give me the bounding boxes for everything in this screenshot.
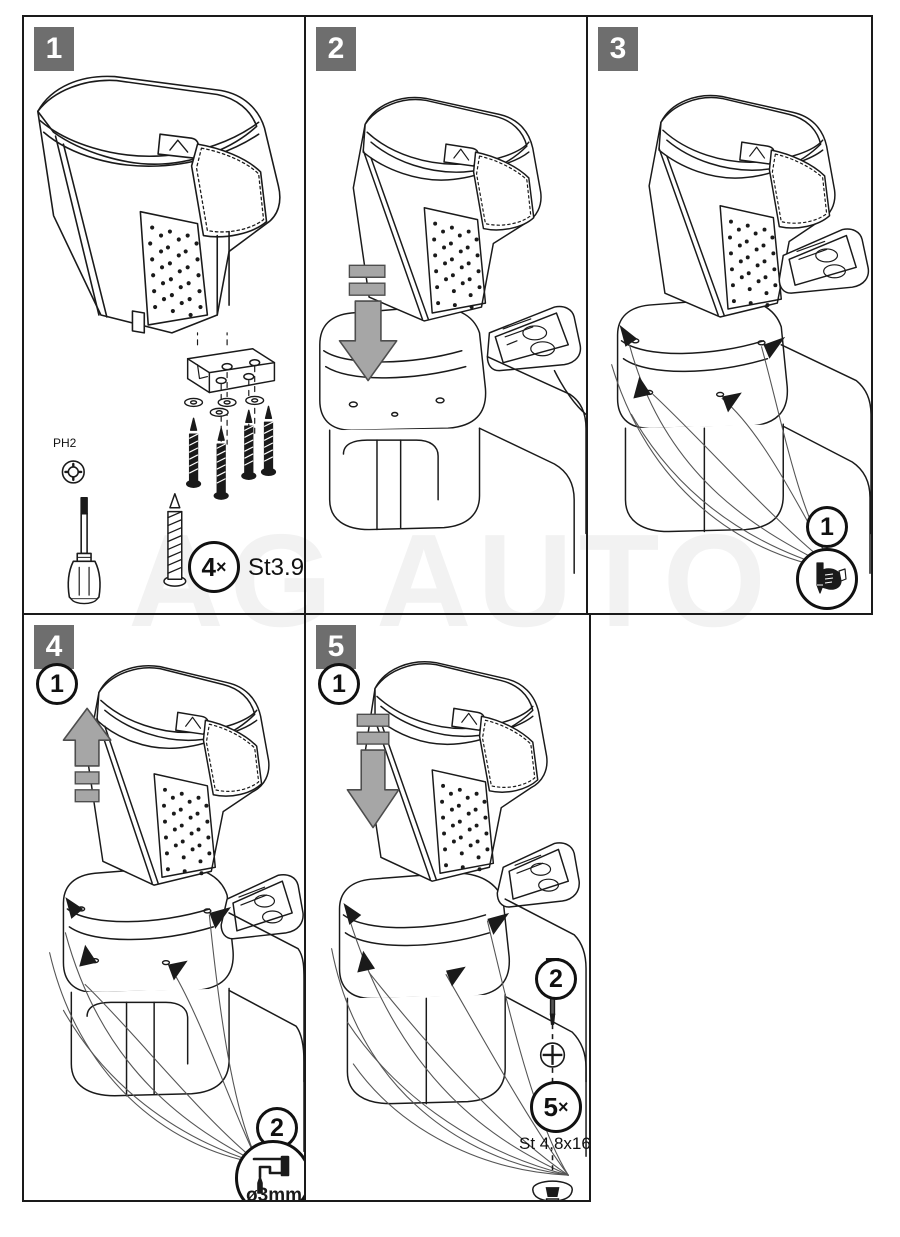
step-number-badge-4: 4 xyxy=(34,625,74,669)
screw-quantity-badge-step5: 5× xyxy=(530,1081,582,1133)
screw-spec-label: St3.9x25 xyxy=(248,554,305,581)
panel-step-5: 5 xyxy=(304,613,591,1202)
drill-icon: ø3mm xyxy=(235,1140,304,1202)
panel-step-3: 3 xyxy=(586,15,873,615)
step-number-badge-3: 3 xyxy=(598,27,638,71)
screw-quantity-value: 4 xyxy=(201,551,216,582)
drill-point-arrowheads xyxy=(65,897,232,981)
panel-step-1: 1 xyxy=(22,15,306,615)
drill-size-label: ø3mm xyxy=(246,1185,302,1202)
screw-quantity-value-step5: 5 xyxy=(543,1091,558,1122)
callout-number-badge-step5-top: 1 xyxy=(318,663,360,705)
panel-step-4: 4 xyxy=(22,613,306,1202)
mounting-point-arrowheads xyxy=(619,324,786,413)
marking-holes-drawing-step3 xyxy=(611,94,871,575)
step-number-badge-2: 2 xyxy=(316,27,356,71)
panel-step-2: 2 xyxy=(304,15,588,615)
screw-spec-label-step5: St 4,8x16 xyxy=(519,1134,591,1153)
callout-number-badge-step3: 1 xyxy=(806,506,848,548)
drill-glyph: ø3mm xyxy=(246,1155,302,1202)
ph2-bit-label: PH2 xyxy=(53,436,77,450)
armrest-exploded-drawing xyxy=(37,75,281,605)
armrest-install-drawing-step2 xyxy=(319,96,586,575)
fastening-drawing-step5 xyxy=(331,661,587,1200)
screw-point-arrowheads xyxy=(343,903,510,987)
direction-arrow-up-step4 xyxy=(62,707,112,803)
callout-number-badge-step4-top: 1 xyxy=(36,663,78,705)
callout-number-badge-step5: 2 xyxy=(535,958,577,1000)
screw-quantity-suffix-step5: × xyxy=(557,1096,569,1117)
step-number-badge-1: 1 xyxy=(34,27,74,71)
screw-quantity-suffix: × xyxy=(215,556,227,577)
direction-arrow-down-step2 xyxy=(338,264,398,382)
hand-pencil-glyph xyxy=(816,562,847,594)
hand-with-pencil-icon xyxy=(796,548,858,610)
drilling-holes-drawing-step4 xyxy=(49,665,304,1164)
screw-quantity-badge: 4× xyxy=(188,541,240,593)
step-number-badge-5: 5 xyxy=(316,625,356,669)
instruction-sheet: 1 xyxy=(22,15,873,1202)
direction-arrow-down-step5 xyxy=(346,713,400,829)
